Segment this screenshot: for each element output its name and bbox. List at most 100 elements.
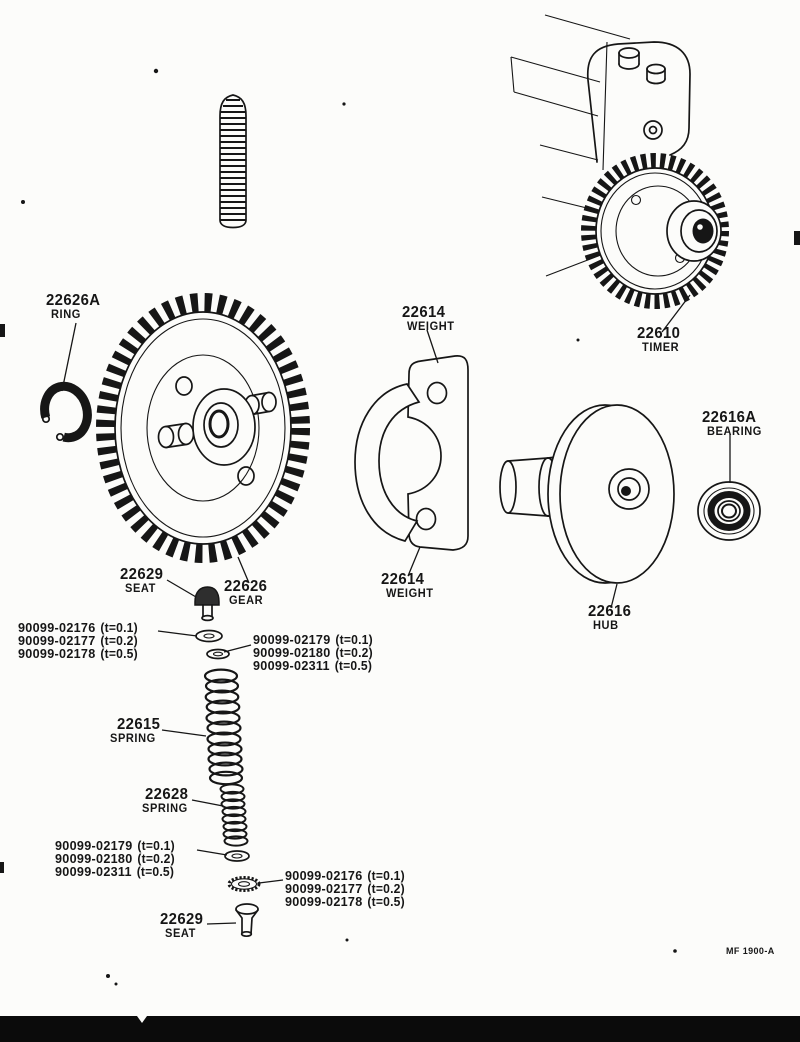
serrated-washer: [227, 876, 261, 892]
scan-speck: [576, 338, 580, 342]
callout-bearing: 22616A BEARING: [702, 409, 764, 438]
scan-speck: [114, 982, 118, 986]
hub-shaft-end: [499, 460, 517, 514]
scan-artifacts: [0, 68, 800, 1042]
shim-row: 90099-02178 (t=0.5): [18, 646, 138, 661]
part-number: 22614: [402, 304, 446, 321]
shim-part-number: 90099-02179: [55, 838, 133, 853]
shim-row: 90099-02180 (t=0.2): [253, 645, 373, 660]
shim-row: 90099-02177 (t=0.2): [285, 881, 405, 896]
part-number: 22629: [160, 911, 204, 928]
shim-thickness: (t=0.1): [335, 633, 373, 647]
shim-part-number: 90099-02177: [18, 633, 96, 648]
callout-ring: 22626A RING: [46, 292, 103, 321]
shim-washer: [195, 629, 223, 643]
scan-speck: [153, 68, 159, 74]
callout-spring-inner: 22628 SPRING: [142, 786, 190, 815]
shim-part-number: 90099-02179: [253, 632, 331, 647]
snap-ring-22626a: [40, 381, 92, 443]
scan-edge-mark: [0, 324, 5, 337]
bracket-bolt: [646, 63, 666, 85]
shim-thickness: (t=0.2): [335, 646, 373, 660]
part-number: 22615: [117, 716, 161, 733]
scan-edge-mark: [794, 231, 800, 245]
shim-thickness: (t=0.1): [137, 839, 175, 853]
camshaft-gear-22626: [96, 293, 310, 563]
part-number: 22616: [588, 603, 632, 620]
gear-bore: [203, 402, 239, 448]
leader-shims-lower-right: [258, 879, 284, 884]
callout-timer: 22610 TIMER: [637, 325, 682, 354]
leader-hub: [610, 583, 618, 609]
scan-speck: [106, 974, 110, 978]
scan-black-bar: [0, 1016, 800, 1042]
part-number: 22610: [637, 325, 681, 342]
shim-row: 90099-02179 (t=0.1): [253, 632, 373, 647]
part-name: SPRING: [142, 803, 188, 815]
shim-part-number: 90099-02176: [285, 868, 363, 883]
part-name: WEIGHT: [407, 321, 455, 333]
gear-hole: [237, 466, 255, 486]
part-number: 22616A: [702, 409, 757, 426]
leader-shims-lower-left: [196, 849, 228, 856]
part-name: SPRING: [110, 733, 156, 745]
shim-part-number: 90099-02178: [18, 646, 96, 661]
shim-thickness: (t=0.5): [367, 895, 405, 909]
shim-thickness: (t=0.5): [100, 647, 138, 661]
gear-hole: [175, 376, 193, 396]
leader-timer: [661, 294, 691, 333]
leader-seat-lower: [206, 922, 237, 925]
page-code: MF 1900-A: [726, 946, 775, 956]
leader-weight-bottom: [407, 546, 421, 577]
bearing-22616a: [697, 481, 761, 541]
scan-speck: [21, 200, 25, 204]
shim-row: 90099-02179 (t=0.1): [55, 838, 175, 853]
callout-seat-upper: 22629 SEAT: [120, 566, 165, 595]
part-name: RING: [51, 309, 81, 321]
part-number: 22614: [381, 571, 425, 588]
shim-row: 90099-02178 (t=0.5): [285, 894, 405, 909]
part-name: SEAT: [125, 583, 156, 595]
spring-seat-lower-22629: [235, 903, 259, 938]
spring-22615: [203, 668, 244, 786]
part-name: TIMER: [642, 342, 680, 354]
shim-part-number: 90099-02311: [253, 658, 330, 673]
shim-part-number: 90099-02180: [253, 645, 331, 660]
shim-thickness: (t=0.5): [334, 659, 373, 673]
scan-edge-mark: [0, 862, 4, 873]
spring-22628: [219, 783, 249, 847]
timer-gear-22610: [581, 153, 729, 309]
part-number: 22626: [224, 578, 268, 595]
bearing-bore: [721, 503, 737, 519]
shim-row: 90099-02176 (t=0.1): [18, 620, 138, 635]
shim-list-lower-right: 90099-02176 (t=0.1) 90099-02177 (t=0.2) …: [285, 868, 409, 909]
leader-seat-upper: [166, 579, 197, 598]
shim-row: 90099-02311 (t=0.5): [55, 864, 175, 879]
shim-part-number: 90099-02178: [285, 894, 363, 909]
shim-washer-lower: [224, 850, 250, 862]
shim-list-upper-right: 90099-02179 (t=0.1) 90099-02180 (t=0.2) …: [253, 632, 377, 673]
leader-shims-upper-right: [223, 644, 252, 653]
leader-ring: [61, 322, 77, 392]
pump-body-sketch-lines: [510, 14, 631, 277]
bearing-ball-track: [707, 491, 751, 531]
callout-hub: 22616 HUB: [588, 603, 633, 632]
callout-weight-bottom: 22614 WEIGHT: [381, 571, 436, 600]
bracket-bolt: [618, 47, 640, 70]
shim-part-number: 90099-02177: [285, 881, 363, 896]
shim-part-number: 90099-02311: [55, 864, 132, 879]
shim-part-number: 90099-02180: [55, 851, 133, 866]
part-number: 22629: [120, 566, 164, 583]
leader-spring-22628: [191, 799, 224, 807]
gear-pin: [157, 422, 195, 449]
shim-thickness: (t=0.5): [136, 865, 175, 879]
weight-hole: [426, 381, 448, 405]
part-number: 22628: [145, 786, 189, 803]
shim-row: 90099-02176 (t=0.1): [285, 868, 405, 883]
shim-part-number: 90099-02176: [18, 620, 96, 635]
timer-bracket: [586, 41, 691, 163]
shim-thickness: (t=0.2): [100, 634, 138, 648]
part-name: SEAT: [165, 928, 196, 940]
